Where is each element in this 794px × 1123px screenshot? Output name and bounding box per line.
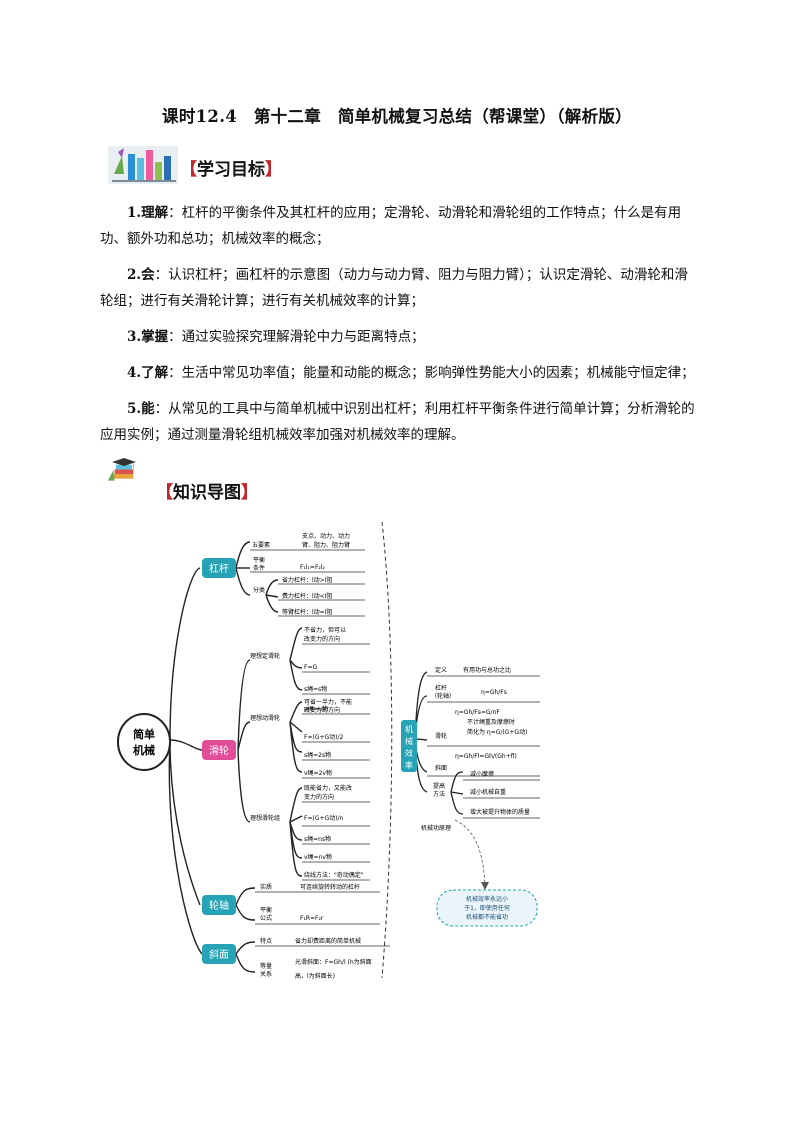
knowledge-mindmap: 简单 机械 杠杆 滑轮 轮轴 斜面 五要素 支点、动力、动力 臂、阻力、阻力臂 … [110,520,530,983]
goal-item: 1.理解：杠杆的平衡条件及其杠杆的应用；定滑轮、动滑轮和滑轮组的工作特点；什么是… [100,205,682,247]
branch-axle: 轮轴 [209,899,229,912]
root-label: 简单 [133,727,155,741]
slope-eq: 等量 [260,962,272,970]
branch-lever: 杠杆 [209,562,229,575]
lever-five-desc: 臂、阻力、阻力臂 [302,541,350,549]
pulley-item: 不省力，但可以 [304,626,346,634]
goal-item: 2.会：认识杠杆；画杠杆的示意图（动力与动力臂、阻力与阻力臂）；认识定滑轮、动滑… [100,267,688,309]
eff-pulley: 滑轮 [435,732,447,740]
eff-cloud: 于1，即使用任何 [464,904,510,912]
pulley-movable: 理想动滑轮 [250,714,280,722]
pulley-item: v绳=2v物 [304,769,332,777]
graduation-books-icon [108,458,136,481]
slope-eq-desc: 高，l为斜面长) [295,972,335,980]
pulley-item: 改变力的方向 [304,635,340,643]
eff-improve: 提高 [433,782,445,790]
axle-balance: 公式 [260,914,272,922]
axle-formula: F₁R=F₂r [300,915,324,922]
eff-pulley-formula: η=Gh/Fs=G/nF [455,709,500,716]
eff-cloud: 机械都不能省功 [466,913,508,921]
pulley-item: F=(G+G动)/2 [304,734,344,741]
pulley-item: 绕线方法："奇动偶定" [304,871,364,879]
pulley-item: v绳=v物 [304,705,328,713]
eff-improve-item: 减小摩擦 [470,770,494,778]
pulley-item: F=(G+G动)/n [304,815,344,822]
root-label: 机械 [133,743,155,757]
eff-improve: 方法 [433,790,445,798]
eff-improve-item: 增大被提升物体的质量 [470,808,530,816]
lever-type: 等臂杠杆：l动=l阻 [282,608,332,616]
efficiency-label: 效 [405,748,413,758]
lever-type: 省力杠杆：l动>l阻 [282,576,332,584]
books-chart-icon [108,146,178,184]
pulley-movable-desc: 可省一半力，不能 [304,698,352,706]
axle-essence-desc: 可连续旋转转动的杠杆 [300,883,360,891]
eff-lever-formula: η=Gh/Fs [481,689,507,696]
eff-improve-item: 减小机械自重 [470,788,506,796]
axle-balance: 平衡 [260,906,272,914]
eff-slope: 斜面 [435,764,447,772]
eff-def: 定义 [435,666,447,674]
lever-type: 费力杠杆：l动<l阻 [282,592,332,600]
pulley-item: 既能省力，又能改 [304,784,352,792]
goal-item: 4.了解：生活中常见功率值；能量和动能的概念；影响弹性势能大小的因素；机械能守恒… [127,365,695,381]
lever-classify: 分类 [253,586,265,594]
learning-goals: 1.理解：杠杆的平衡条件及其杠杆的应用；定滑轮、动滑轮和滑轮组的工作特点；什么是… [100,200,698,458]
section-title-goals: 【学习目标】 [180,160,282,180]
eff-slope-formula: η=Gh/Fl=Gh/(Gh+fl) [455,753,517,760]
goal-item: 5.能：从常见的工具中与简单机械中识别出杠杆；利用杠杆平衡条件进行简单计算；分析… [100,401,695,443]
eff-lever: （轮轴） [431,692,455,700]
branch-slope: 斜面 [209,948,229,961]
page-title: 课时12.4 第十二章 简单机械复习总结（帮课堂）（解析版） [162,107,632,126]
slope-eq: 关系 [260,970,272,978]
pulley-fixed: 理想定滑轮 [250,652,280,660]
lever-five: 五要素 [252,541,270,549]
eff-def-desc: 有用功与总功之比 [463,666,511,674]
eff-pulley-note: 不计绳重及摩擦时 [467,718,515,726]
pulley-movable-desc: 改变力的方向 [304,706,340,714]
lever-five-desc: 支点、动力、动力 [302,532,350,540]
pulley-item: s绳=2s物 [304,751,331,759]
slope-eq-desc: 光滑斜面：F=Gh/l (h为斜面 [295,958,372,966]
pulley-item: 变力的方向 [304,793,334,801]
goal-item: 3.掌握：通过实验探究理解滑轮中力与距离特点； [127,329,425,345]
pulley-item: v绳=nv物 [304,853,332,861]
pulley-item: s绳=s物 [304,685,327,693]
eff-principle: 机械功原理 [421,824,451,832]
eff-cloud: 机械效率永远小 [466,895,508,903]
eff-pulley-note: 简化为 η=G/(G+G动) [467,728,527,736]
pulley-block: 理想滑轮组 [250,814,280,822]
pulley-item: s绳=ns物 [304,835,331,843]
lever-balance: 条件 [253,564,265,572]
branch-pulley: 滑轮 [209,744,229,757]
pulley-item: F=G [304,664,317,671]
mindmap-svg: 简单 机械 杠杆 滑轮 轮轴 斜面 五要素 支点、动力、动力 臂、阻力、阻力臂 … [117,521,393,983]
eff-lever: 杠杆 [435,684,447,692]
efficiency-label: 率 [405,760,413,770]
efficiency-label: 械 [405,736,413,746]
lever-formula: F₁l₁=F₂l₂ [300,564,325,571]
section-title-map: 【知识导图】 [156,483,258,503]
lever-balance: 平衡 [253,556,265,564]
slope-feature-desc: 省力却费距离的简单机械 [295,937,361,945]
axle-essence: 实质 [260,883,272,891]
slope-feature: 特点 [260,937,272,945]
efficiency-map: 机 械 效 率 定义 有用功与总功之比 杠杆 （轮轴） η=Gh/Fs 滑轮 η… [395,650,545,950]
efficiency-label: 机 [405,724,413,734]
